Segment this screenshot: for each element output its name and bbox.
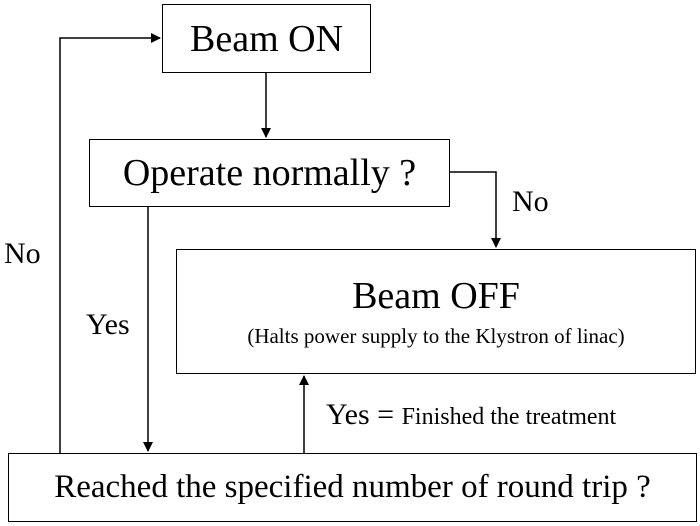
beam-off-subtitle: (Halts power supply to the Klystron of l… xyxy=(247,324,625,348)
reached-round-trip-label: Reached the specified number of round tr… xyxy=(54,469,651,505)
beam-on-node: Beam ON xyxy=(162,4,371,73)
operate-normally-label: Operate normally ? xyxy=(122,152,417,194)
edge-label-yes-operate: Yes xyxy=(86,308,130,341)
beam-on-label: Beam ON xyxy=(189,17,344,60)
operate-normally-node: Operate normally ? xyxy=(89,139,450,207)
arrow-operate-no-to-beam-off xyxy=(450,171,501,248)
reached-round-trip-node: Reached the specified number of round tr… xyxy=(8,453,697,522)
arrow-reached-no-to-beam-on xyxy=(59,33,161,453)
beam-off-node: Beam OFF (Halts power supply to the Klys… xyxy=(176,249,696,374)
edge-label-finished-treatment: Finished the treatment xyxy=(401,404,617,430)
edge-label-yes-prefix: Yes = xyxy=(326,398,402,431)
edge-label-no-reached: No xyxy=(4,237,41,270)
edge-label-no-operate: No xyxy=(512,185,549,218)
beam-off-title: Beam OFF xyxy=(352,275,520,317)
edge-label-yes-finished-treatment: Yes = Finished the treatment xyxy=(326,400,616,430)
